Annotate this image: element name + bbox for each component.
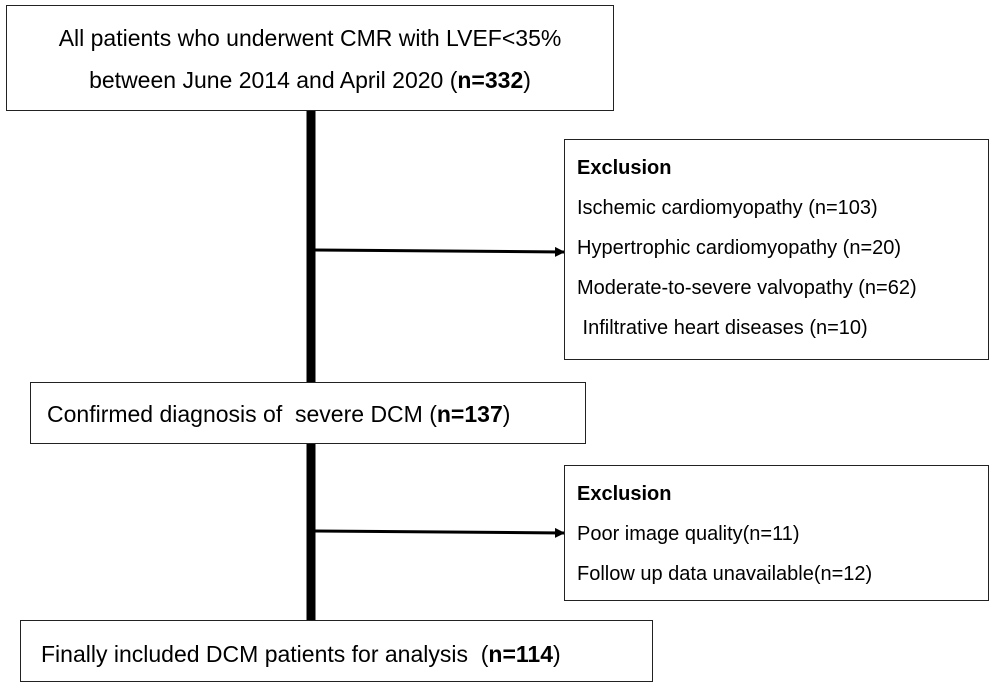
- confirmed-box-suffix: ): [502, 401, 511, 427]
- exclusion-arrow-1: [314, 246, 565, 257]
- exclusion-item-2-1: Poor image quality(n=11): [577, 523, 800, 545]
- start-box-line2-prefix: between June 2014 and April 2020 (: [89, 67, 458, 93]
- start-box-line1: All patients who underwent CMR with LVEF…: [58, 25, 562, 51]
- start-box-line2-suffix: ): [523, 67, 531, 93]
- final-box-count: n=114: [488, 641, 553, 667]
- start-box-count: n=332: [457, 67, 524, 93]
- confirmed-box: Confirmed diagnosis of severe DCM (n=137…: [30, 382, 586, 444]
- exclusion-item-2-2: Follow up data unavailable(n=12): [577, 563, 873, 585]
- confirmed-box-count: n=137: [436, 401, 503, 427]
- confirmed-box-prefix: Confirmed diagnosis of severe DCM (: [47, 401, 437, 427]
- final-box-text: Finally included DCM patients for analys…: [41, 634, 652, 674]
- exclusion-item-1-1: Ischemic cardiomyopathy (n=103): [577, 197, 878, 219]
- final-box: Finally included DCM patients for analys…: [20, 620, 653, 682]
- exclusion-box-1: Exclusion Ischemic cardiomyopathy (n=103…: [564, 139, 989, 360]
- start-box: All patients who underwent CMR with LVEF…: [6, 5, 614, 111]
- exclusion-title-2: Exclusion: [577, 483, 672, 505]
- final-box-prefix: Finally included DCM patients for analys…: [41, 641, 489, 667]
- exclusion-box-2: Exclusion Poor image quality(n=11) Follo…: [564, 465, 989, 601]
- exclusion-title-1: Exclusion: [577, 157, 672, 179]
- exclusion-arrow-2: [314, 527, 565, 538]
- exclusion-item-1-2: Hypertrophic cardiomyopathy (n=20): [577, 237, 902, 259]
- exclusion-item-1-3: Moderate-to-severe valvopathy (n=62): [577, 277, 917, 299]
- start-box-line2: between June 2014 and April 2020 (n=332): [7, 59, 613, 101]
- final-box-suffix: ): [553, 641, 561, 667]
- exclusion-item-1-4: Infiltrative heart diseases (n=10): [577, 317, 868, 339]
- confirmed-box-text: Confirmed diagnosis of severe DCM (n=137…: [47, 394, 585, 434]
